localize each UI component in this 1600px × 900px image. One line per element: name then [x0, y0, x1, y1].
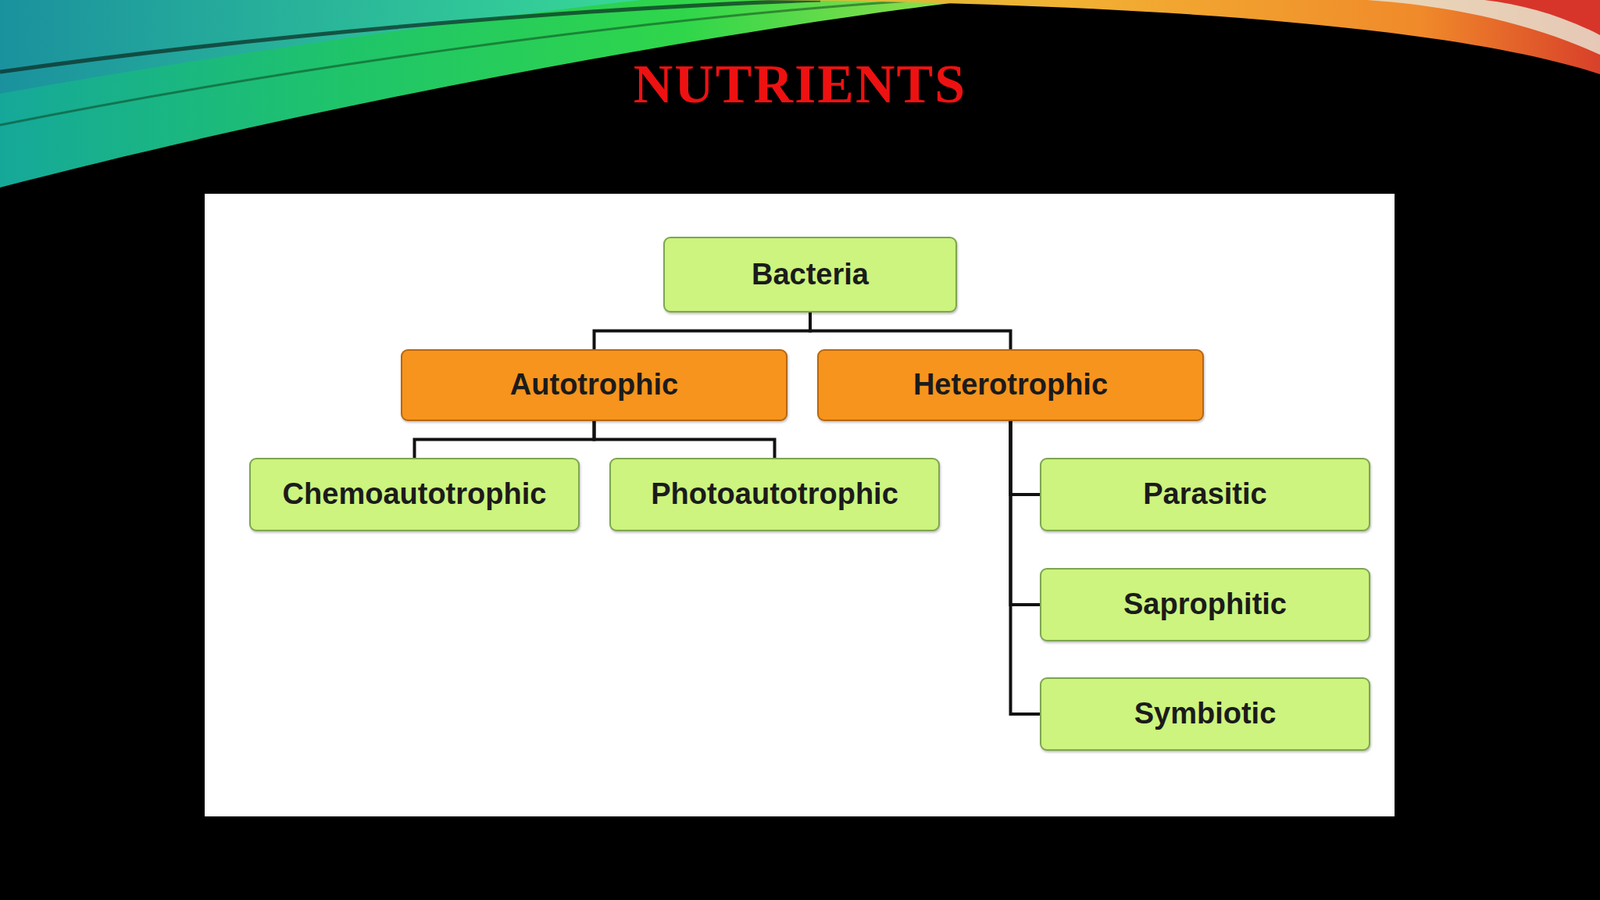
node-label: Parasitic [1142, 477, 1267, 512]
category-box: Saprophitic [1039, 567, 1371, 642]
category-box: Parasitic [1039, 457, 1371, 532]
node-label: Bacteria [751, 257, 869, 293]
slide-title: NUTRIENTS [0, 53, 1600, 116]
tree-connector [594, 312, 811, 350]
light-swoosh [1367, 0, 1600, 55]
white-panel [204, 193, 1395, 817]
node-label: Autotrophic [510, 367, 679, 403]
category-box: Chemoautotrophic [249, 457, 580, 532]
category-box: Photoautotrophic [609, 457, 940, 532]
node-label: Saprophitic [1123, 587, 1287, 622]
category-box: Symbiotic [1039, 677, 1371, 751]
tree-connector [414, 421, 595, 458]
tree-connector [1010, 421, 1041, 715]
node-label: Heterotrophic [913, 367, 1108, 403]
group-box: Autotrophic [400, 349, 788, 422]
category-box: Bacteria [663, 236, 958, 313]
red-swoosh [1484, 0, 1600, 36]
tree-connector [1010, 421, 1041, 605]
tree-connector [810, 312, 1011, 350]
node-label: Photoautotrophic [650, 477, 899, 512]
node-label: Chemoautotrophic [282, 477, 547, 512]
group-box: Heterotrophic [817, 349, 1204, 422]
tree-connector [594, 421, 775, 458]
node-label: Symbiotic [1134, 696, 1277, 732]
tree-connector [1010, 421, 1041, 495]
